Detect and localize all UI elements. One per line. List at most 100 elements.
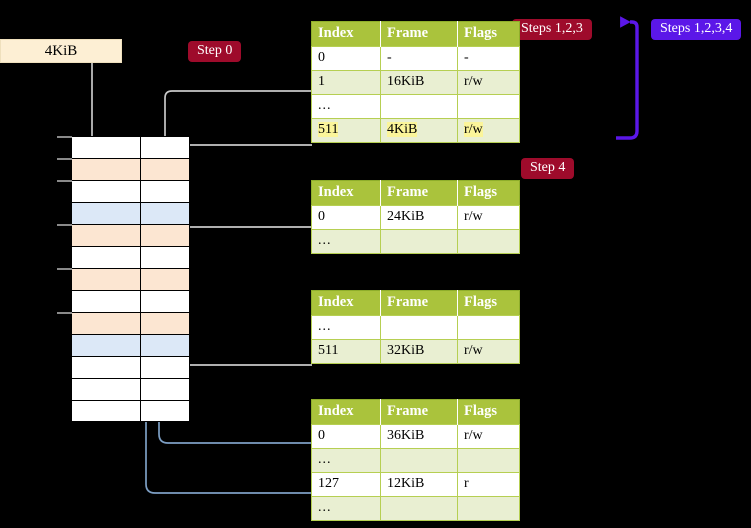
memory-frame-row (71, 356, 190, 378)
size-box-4kib: 4KiB (0, 39, 122, 63)
table-cell: 24KiB (380, 205, 458, 230)
column-header-index: Index (311, 21, 381, 47)
memory-frame-row (71, 334, 190, 356)
column-header-index: Index (311, 399, 381, 425)
table-cell: ... (311, 229, 381, 254)
column-header-flags: Flags (457, 290, 520, 316)
table-cell: r (457, 472, 520, 497)
memory-tick (57, 158, 72, 160)
table-cell: r/w (457, 205, 520, 230)
column-header-frame: Frame (380, 399, 458, 425)
table-cell: ... (311, 448, 381, 473)
column-header-index: Index (311, 180, 381, 206)
table-cell: r/w (457, 339, 520, 364)
table-cell: ... (311, 315, 381, 340)
table-row: ... (311, 315, 520, 340)
table-cell (380, 229, 458, 254)
table-row: ... (311, 448, 520, 473)
table-cell: r/w (457, 118, 520, 143)
memory-frame-row (71, 224, 190, 246)
table-cell: 12KiB (380, 472, 458, 497)
badge-label: Steps 1,2,3 (521, 21, 583, 36)
table-cell: ... (311, 94, 381, 119)
table-cell: - (457, 46, 520, 71)
memory-frame-row (71, 180, 190, 202)
column-header-flags: Flags (457, 399, 520, 425)
badge-label: Steps 1,2,3,4 (660, 21, 733, 36)
table-row: 0-- (311, 46, 520, 71)
column-header-flags: Flags (457, 180, 520, 206)
memory-tick (57, 224, 72, 226)
memory-tick (57, 136, 72, 138)
table-cell: r/w (457, 424, 520, 449)
table-cell: r/w (457, 70, 520, 95)
column-header-index: Index (311, 290, 381, 316)
table-row: ... (311, 94, 520, 119)
memory-column-divider (140, 136, 142, 422)
table-cell: 32KiB (380, 339, 458, 364)
table-cell (457, 448, 520, 473)
table-cell (457, 496, 520, 521)
physical-memory-column (71, 136, 190, 422)
memory-frame-row (71, 246, 190, 268)
memory-frame-row (71, 268, 190, 290)
table-cell: ... (311, 496, 381, 521)
memory-tick (57, 180, 72, 182)
memory-tick (57, 268, 72, 270)
column-header-frame: Frame (380, 290, 458, 316)
badge-label: Step 4 (530, 160, 566, 175)
memory-frame-row (71, 136, 190, 158)
badge-steps-123: Steps 1,2,3 (512, 19, 592, 40)
badge-step-4: Step 4 (521, 158, 575, 179)
table-cell (380, 448, 458, 473)
table-cell: 0 (311, 424, 381, 449)
memory-frame-row (71, 378, 190, 400)
table-cell (457, 315, 520, 340)
table-cell: - (380, 46, 458, 71)
table-row: ... (311, 229, 520, 254)
table-cell: 0 (311, 46, 381, 71)
table-cell: 127 (311, 472, 381, 497)
table-cell: 511 (311, 339, 381, 364)
wire-t1-r0-to-memory (177, 226, 312, 258)
table-cell: 36KiB (380, 424, 458, 449)
memory-frame-row (71, 202, 190, 224)
badge-label: Step 0 (197, 43, 233, 58)
column-header-flags: Flags (457, 21, 520, 47)
table-cell (380, 94, 458, 119)
memory-tick (57, 312, 72, 314)
memory-frame-row (71, 158, 190, 180)
table-cell: 16KiB (380, 70, 458, 95)
table-cell: 4KiB (380, 118, 458, 143)
table-cell: 1 (311, 70, 381, 95)
memory-frame-row (71, 400, 190, 422)
wire-steps-bracket (616, 16, 639, 140)
badge-steps-1234: Steps 1,2,3,4 (651, 19, 742, 40)
table-cell: 0 (311, 205, 381, 230)
column-header-frame: Frame (380, 21, 458, 47)
table-cell (380, 496, 458, 521)
wire-t2-r511-to-memory (177, 308, 312, 366)
badge-step-0: Step 0 (188, 41, 242, 62)
table-row: ... (311, 496, 520, 521)
table-cell (457, 94, 520, 119)
column-header-frame: Frame (380, 180, 458, 206)
memory-frame-row (71, 290, 190, 312)
memory-frame-row (71, 312, 190, 334)
